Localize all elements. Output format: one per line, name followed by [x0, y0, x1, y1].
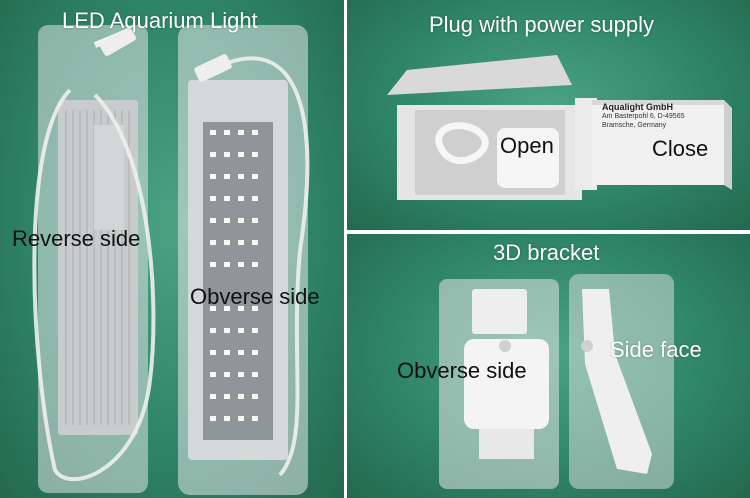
plug-title: Plug with power supply — [429, 12, 655, 37]
reverse-side-light — [32, 25, 156, 493]
led-light-photo — [32, 25, 310, 495]
bracket-obverse — [439, 279, 559, 489]
box-brand-text: Aqualight GmbH Am Basterpohl 6, D-49565 … — [602, 103, 685, 130]
bracket-obverse-label: Obverse side — [397, 358, 527, 383]
open-box — [387, 55, 597, 200]
bracket-title: 3D bracket — [493, 240, 600, 265]
side-face-label: Side face — [610, 337, 702, 362]
obverse-side-label: Obverse side — [190, 284, 320, 309]
plug-box-photo — [387, 55, 732, 200]
led-light-panel: LED Aquarium Light Reverse side Obverse … — [0, 0, 344, 498]
closed-box — [592, 100, 732, 190]
box-city: Bramsche, Germany — [602, 122, 667, 129]
reverse-side-label: Reverse side — [12, 226, 141, 251]
bracket-panel: 3D bracket Obverse side Side face — [347, 234, 750, 498]
led-light-title: LED Aquarium Light — [62, 8, 258, 33]
obverse-side-light — [178, 25, 310, 495]
box-company: Aqualight GmbH — [602, 102, 673, 112]
bracket-photo — [439, 274, 674, 489]
bracket-side-face — [569, 274, 674, 489]
plug-panel: Aqualight GmbH Am Basterpohl 6, D-49565 … — [347, 0, 750, 230]
box-street: Am Basterpohl 6, D-49565 — [602, 113, 685, 120]
open-label: Open — [500, 133, 554, 158]
close-label: Close — [652, 136, 709, 161]
